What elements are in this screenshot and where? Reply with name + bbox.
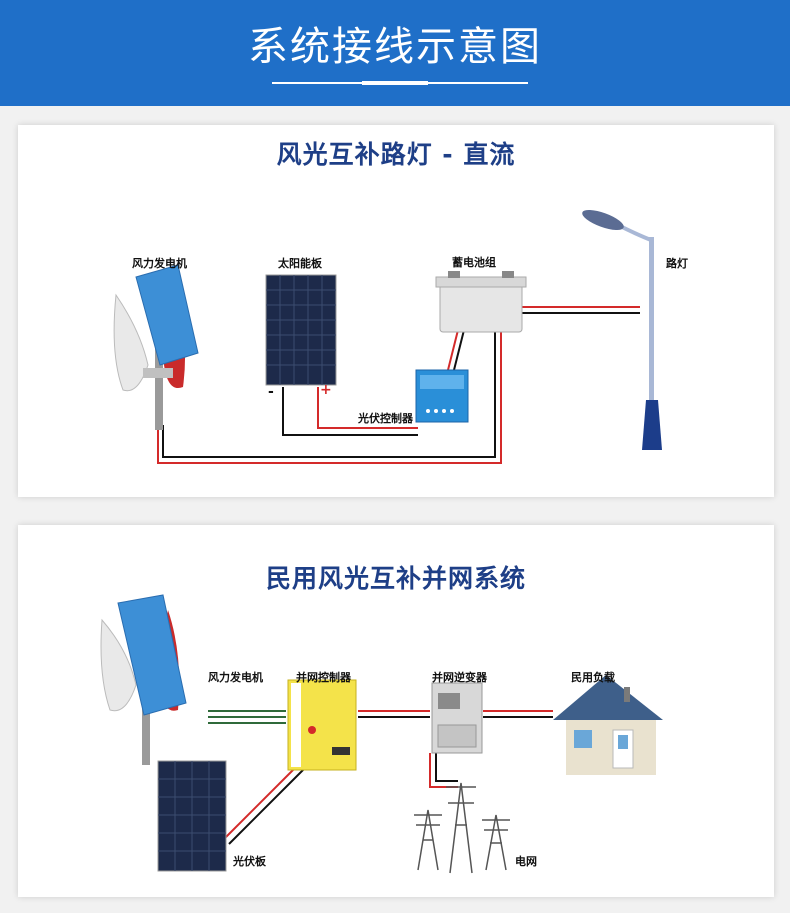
grid-wiring	[208, 710, 553, 845]
wind-black-wire	[162, 330, 496, 458]
label-street-light: 路灯	[666, 257, 688, 270]
label-wind-turbine: 风力发电机	[132, 257, 187, 270]
label-solar-panel: 太阳能板	[278, 257, 322, 270]
panel-street-light-title: 风光互补路灯 - 直流	[276, 140, 516, 169]
label-pv-panel: 光伏板	[233, 855, 266, 868]
battery-image	[435, 271, 527, 333]
wind-red-wire	[157, 330, 502, 464]
page-title: 系统接线示意图	[248, 24, 542, 70]
solar-positive-wire	[317, 387, 418, 429]
grid-controller-image	[287, 679, 357, 771]
title-underline-right	[428, 82, 528, 84]
label-wind-turbine-2: 风力发电机	[208, 671, 263, 684]
solar-negative-wire	[282, 387, 418, 436]
grid-system-diagram	[100, 594, 663, 874]
label-pv-controller: 光伏控制器	[358, 412, 413, 425]
label-battery: 蓄电池组	[452, 256, 496, 269]
street-light-image	[582, 210, 662, 450]
label-power-grid: 电网	[515, 855, 537, 868]
panel-grid-system: 民用风光互补并网系统	[18, 525, 774, 897]
label-minus: -	[268, 384, 274, 400]
grid-inverter-image	[431, 682, 483, 754]
power-tower-image	[414, 782, 510, 874]
title-underline-center	[362, 81, 428, 85]
panel-grid-system-title: 民用风光互补并网系统	[265, 564, 526, 593]
label-plus: +	[320, 382, 332, 398]
dc-wiring	[157, 306, 640, 464]
wind-turbine-image	[113, 264, 199, 430]
wind-turbine-image	[100, 594, 187, 765]
label-grid-inverter: 并网逆变器	[432, 671, 487, 684]
pv-controller-image	[415, 369, 469, 423]
house-image	[553, 675, 663, 775]
pv-panel-image	[157, 760, 227, 872]
ctrl-battery-red	[447, 329, 459, 371]
header-banner: 系统接线示意图	[0, 0, 790, 106]
solar-panel-image	[265, 274, 337, 386]
title-underline-left	[272, 82, 372, 84]
label-grid-controller: 并网控制器	[296, 671, 351, 684]
label-home-load: 民用负载	[571, 671, 615, 684]
panel-street-light: 风光互补路灯 - 直流	[18, 125, 774, 497]
ctrl-battery-black	[453, 329, 465, 371]
street-light-diagram	[113, 210, 662, 464]
